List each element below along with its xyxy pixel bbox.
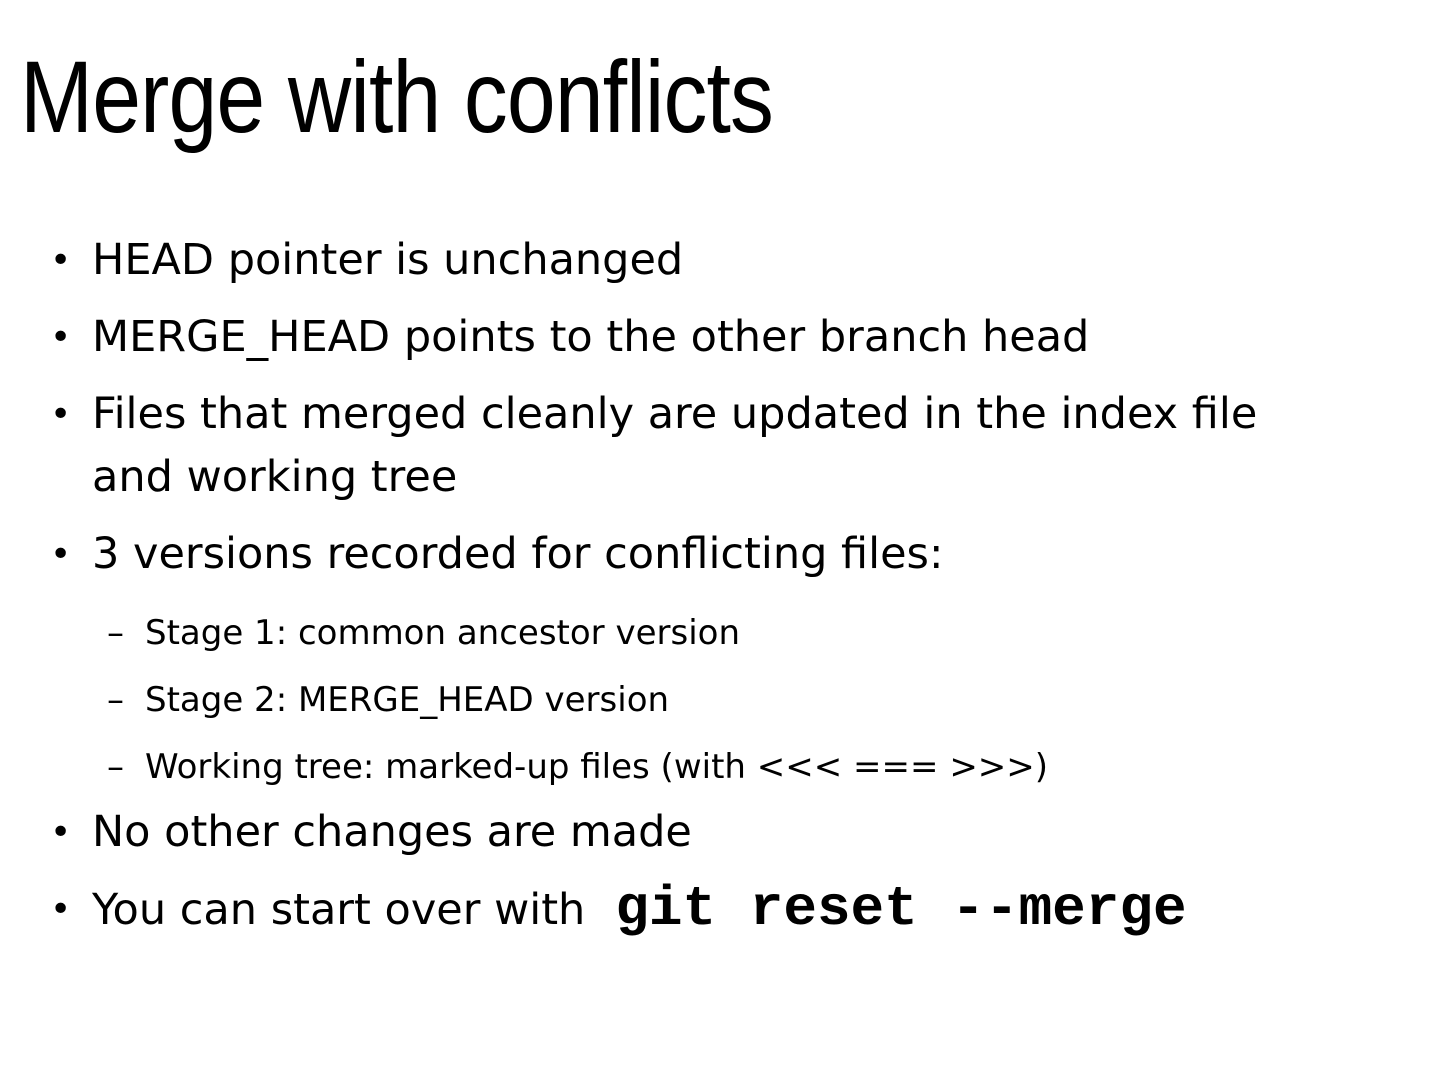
bullet-text-lead: You can start over with <box>92 885 586 935</box>
bullet-text: Files that merged cleanly are updated in… <box>92 389 1258 502</box>
bullet-text: No other changes are made <box>92 807 692 857</box>
bullet-start-over: • You can start over with git reset --mer… <box>50 878 1430 942</box>
bullet-text: Working tree: marked-up files (with <<< … <box>145 747 1049 787</box>
bullet-text: HEAD pointer is unchanged <box>92 235 684 285</box>
subbullet-working-tree: – Working tree: marked-up files (with <<… <box>107 734 1430 801</box>
slide-title: Merge with conflicts <box>20 46 896 148</box>
bullet-dot-icon: • <box>50 889 72 930</box>
bullet-no-other-changes: • No other changes are made <box>50 801 1430 864</box>
bullet-text: MERGE_HEAD points to the other branch he… <box>92 312 1090 362</box>
bullet-list: • HEAD pointer is unchanged • MERGE_HEAD… <box>50 229 1430 956</box>
bullet-text: Stage 1: common ancestor version <box>145 613 740 653</box>
bullet-text: 3 versions recorded for conflicting file… <box>92 529 944 579</box>
subbullet-stage1: – Stage 1: common ancestor version <box>107 600 1430 667</box>
bullet-head-pointer: • HEAD pointer is unchanged <box>50 229 1430 292</box>
bullet-text: You can start over with git reset --merge <box>92 878 1430 942</box>
dash-icon: – <box>107 747 124 787</box>
bullet-files-merged-cleanly: • Files that merged cleanly are updated … <box>50 383 1430 509</box>
bullet-merge-head: • MERGE_HEAD points to the other branch … <box>50 306 1430 369</box>
bullet-dot-icon: • <box>50 534 72 575</box>
subbullet-stage2: – Stage 2: MERGE_HEAD version <box>107 667 1430 734</box>
bullet-dot-icon: • <box>50 240 72 281</box>
bullet-dot-icon: • <box>50 317 72 358</box>
dash-icon: – <box>107 680 124 720</box>
bullet-dot-icon: • <box>50 394 72 435</box>
dash-icon: – <box>107 613 124 653</box>
bullet-dot-icon: • <box>50 812 72 853</box>
bullet-three-versions: • 3 versions recorded for conflicting fi… <box>50 523 1430 586</box>
git-reset-command: git reset --merge <box>615 877 1187 941</box>
slide-title-text: Merge with conflicts <box>20 40 774 154</box>
bullet-text: Stage 2: MERGE_HEAD version <box>145 680 670 720</box>
